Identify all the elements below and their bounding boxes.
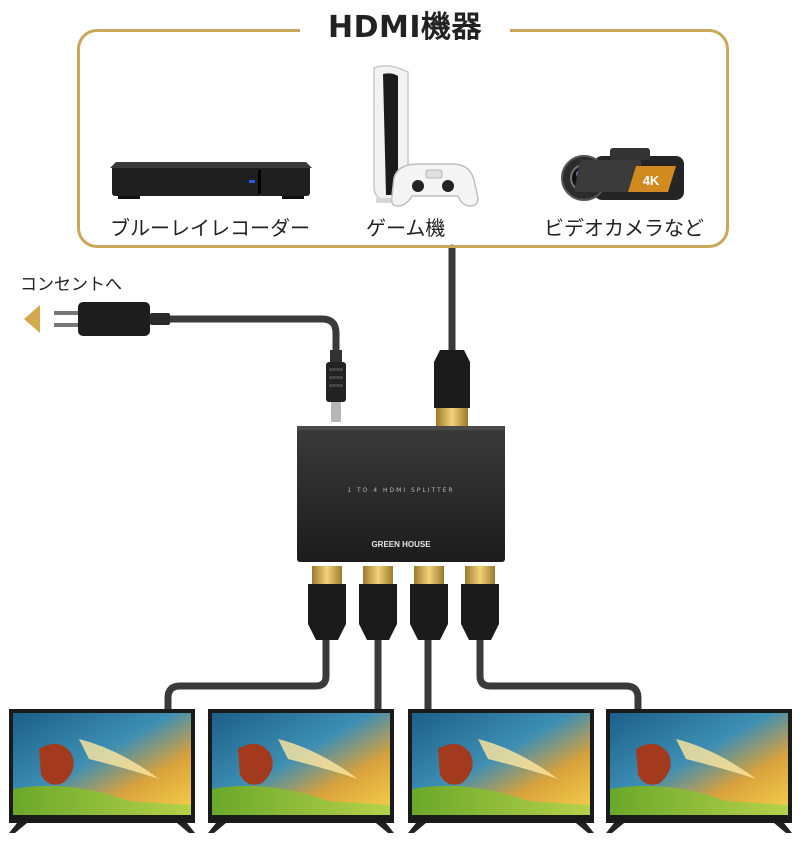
cables	[164, 244, 642, 716]
device-label-bluray: ブルーレイレコーダー	[110, 216, 310, 240]
game-console-icon	[373, 65, 479, 207]
power-adapter-icon	[24, 302, 170, 336]
video-camera-icon	[561, 148, 684, 201]
group-title: HDMI機器	[300, 8, 510, 48]
tv-row	[9, 709, 792, 833]
power-plug-icon	[326, 350, 346, 422]
hdmi-input-connector-icon	[434, 350, 470, 426]
power-outlet-label: コンセントへ	[20, 275, 122, 295]
television-icon	[208, 709, 394, 833]
output-cable-4	[476, 636, 642, 716]
television-icon	[9, 709, 195, 833]
camera-4k-badge: 4K	[643, 173, 660, 188]
hdmi-splitter-icon	[297, 426, 505, 562]
hdmi-output-connectors	[308, 566, 499, 640]
device-label-game-console: ゲーム機	[366, 216, 446, 240]
hdmi-output-connector-icon	[410, 566, 448, 640]
hdmi-output-connector-icon	[308, 566, 346, 640]
device-label-video-camera: ビデオカメラなど	[544, 216, 704, 240]
television-icon	[606, 709, 792, 833]
output-cable-1	[164, 636, 330, 716]
hdmi-output-connector-icon	[359, 566, 397, 640]
power-cable	[164, 315, 340, 356]
splitter-brand-text: GREEN HOUSE	[371, 540, 431, 549]
bluray-recorder-icon	[110, 162, 312, 199]
splitter-model-text: 1 TO 4 HDMI SPLITTER	[347, 487, 454, 494]
hdmi-output-connector-icon	[461, 566, 499, 640]
television-icon	[408, 709, 594, 833]
